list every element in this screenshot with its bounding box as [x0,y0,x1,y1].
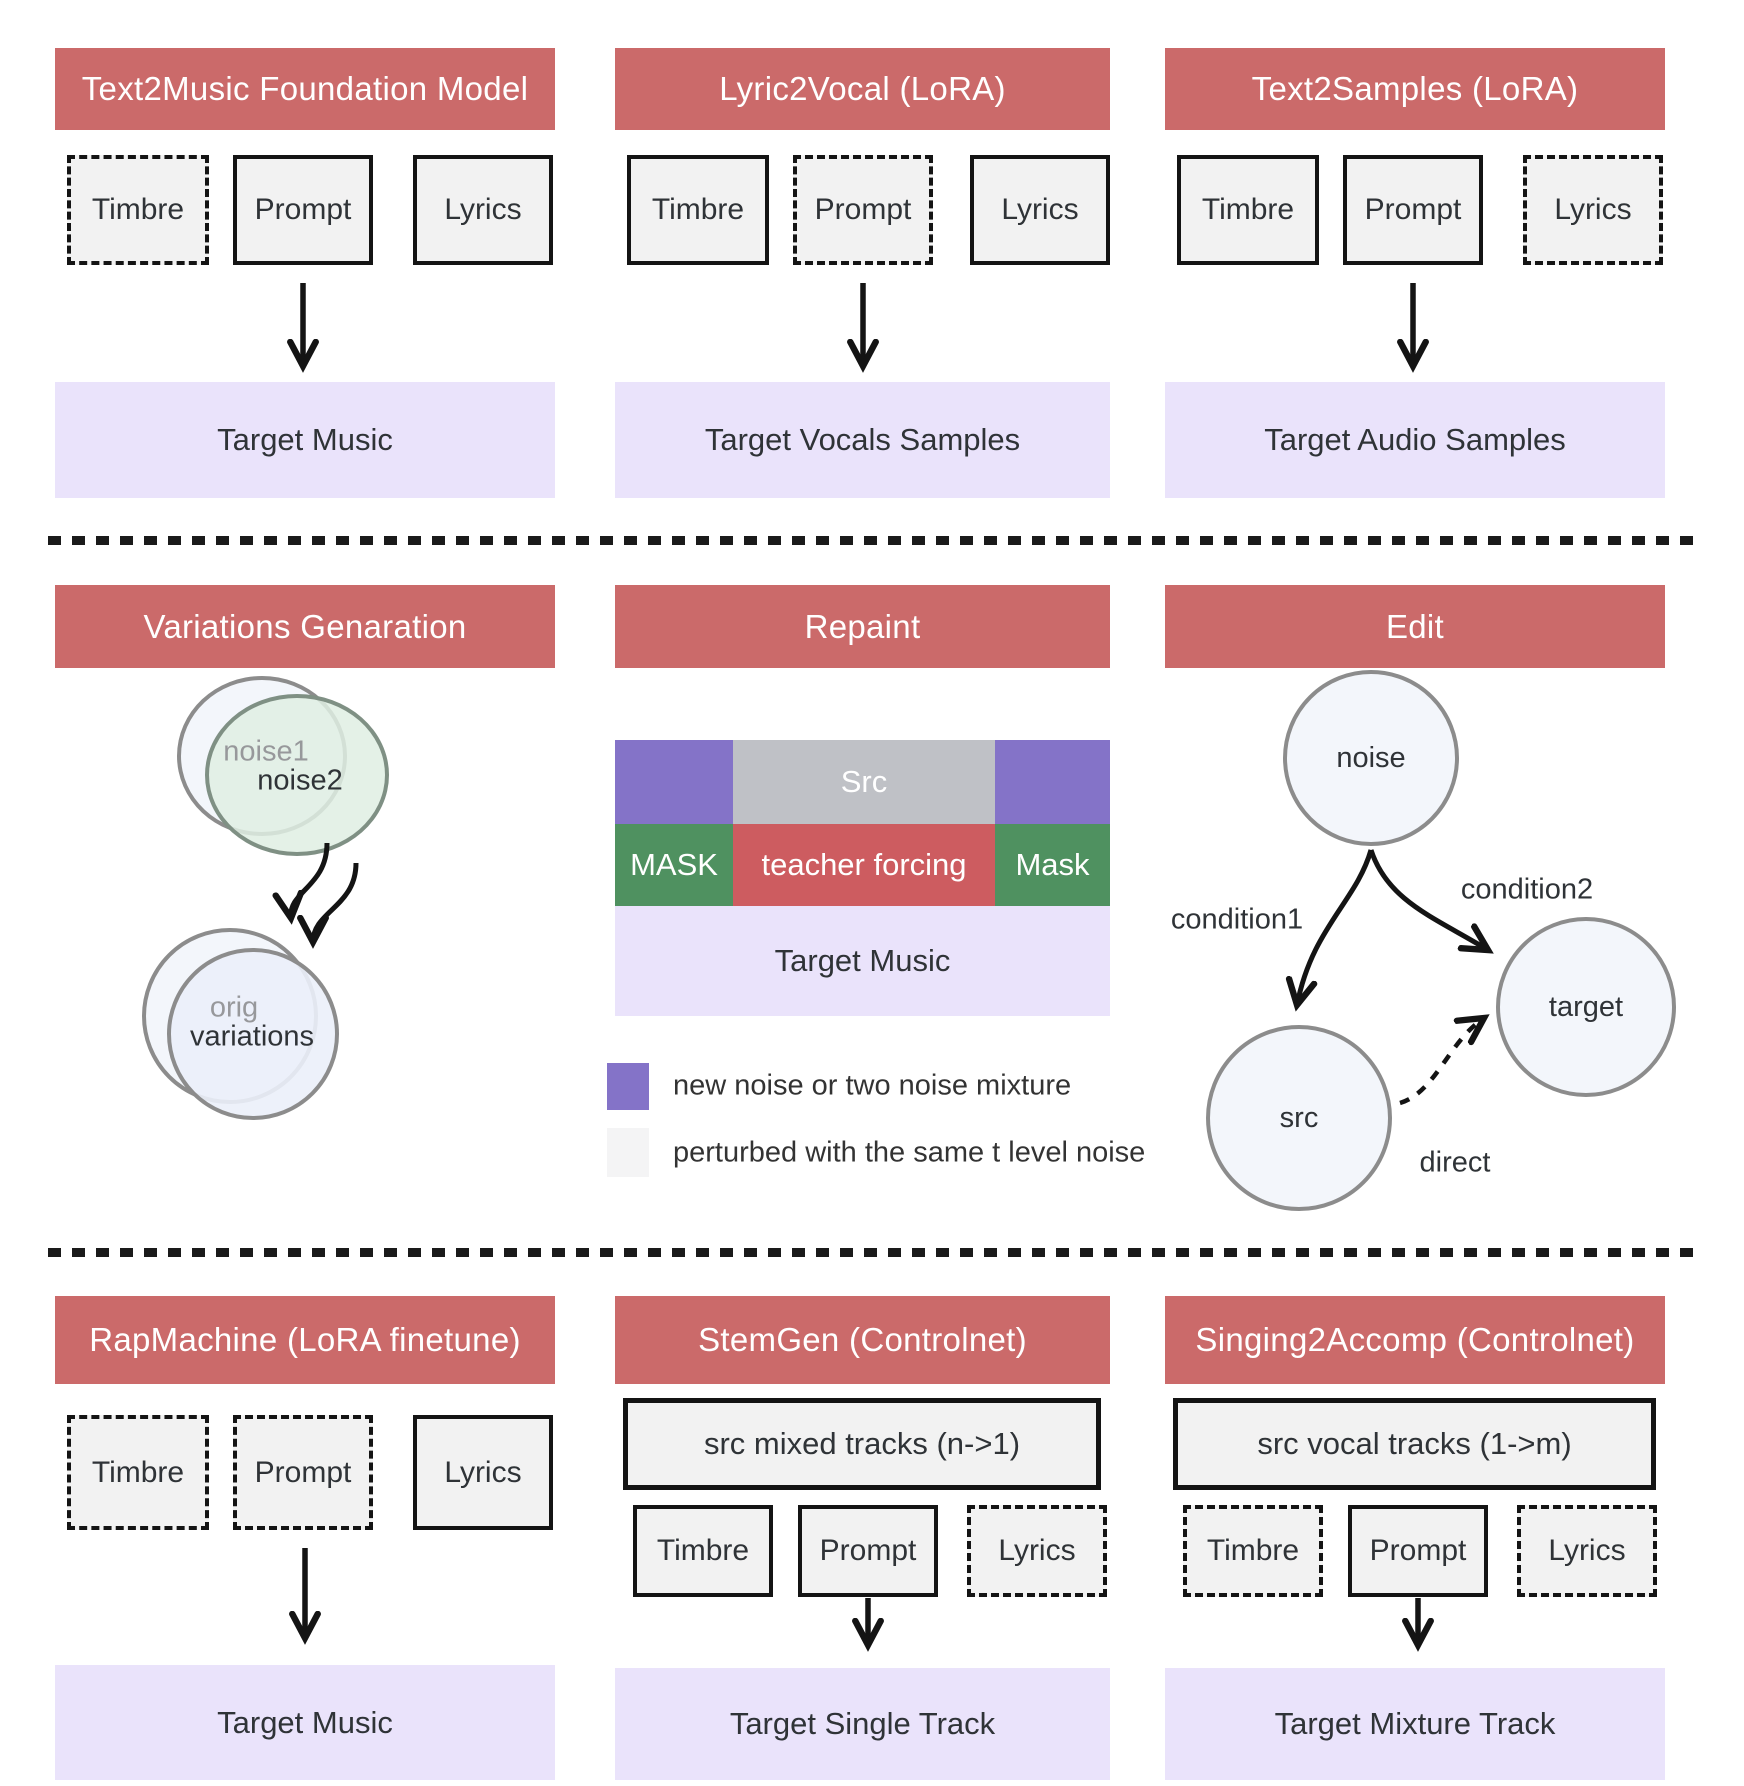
panel-singing2accomp: Singing2Accomp (Controlnet) src vocal tr… [1165,1296,1665,1784]
panel-title-rapmachine: RapMachine (LoRA finetune) [55,1296,555,1384]
target-node: target [1496,917,1676,1097]
src-block: Src [733,740,995,824]
target-music-box: Target Music [55,382,555,498]
lyrics-box: Lyrics [970,155,1110,265]
prompt-box: Prompt [233,1415,373,1530]
legend-gray-label: perturbed with the same t level noise [673,1136,1146,1169]
dashed-divider-bottom [48,1248,1697,1257]
condition1-label: condition1 [1170,903,1304,936]
condition2-label: condition2 [1460,873,1594,906]
lyrics-box: Lyrics [967,1505,1107,1597]
target-vocals-samples-box: Target Vocals Samples [615,382,1110,498]
timbre-box: Timbre [67,155,209,265]
teacher-forcing-block: teacher forcing [733,824,995,906]
prompt-box: Prompt [798,1505,938,1597]
direct-label: direct [1419,1146,1491,1179]
lyrics-box: Lyrics [1523,155,1663,265]
panel-repaint: Repaint Src MASK teacher forcing Mask Ta… [607,585,1145,1195]
target-music-block: Target Music [615,906,1110,1016]
lyrics-box: Lyrics [413,155,553,265]
panel-title-singing2accomp: Singing2Accomp (Controlnet) [1165,1296,1665,1384]
noise-node: noise [1283,670,1459,846]
timbre-box: Timbre [633,1505,773,1597]
noise2-circle [205,694,389,856]
panel-text2samples: Text2Samples (LoRA) Timbre Prompt Lyrics… [1165,48,1665,498]
panel-title-edit: Edit [1165,585,1665,668]
panel-title-repaint: Repaint [615,585,1110,668]
target-music-box: Target Music [55,1665,555,1780]
prompt-box: Prompt [233,155,373,265]
panel-lyric2vocal: Lyric2Vocal (LoRA) Timbre Prompt Lyrics … [615,48,1110,498]
lyrics-box: Lyrics [1517,1505,1657,1597]
variations-circle [167,948,339,1120]
prompt-box: Prompt [1348,1505,1488,1597]
orig-label: orig [209,991,259,1024]
timbre-box: Timbre [1183,1505,1323,1597]
src-mixed-tracks-box: src mixed tracks (n->1) [623,1398,1101,1490]
panel-title-lyric2vocal: Lyric2Vocal (LoRA) [615,48,1110,130]
panel-title-text2samples: Text2Samples (LoRA) [1165,48,1665,130]
panel-title-text2music: Text2Music Foundation Model [55,48,555,130]
prompt-box: Prompt [793,155,933,265]
timbre-box: Timbre [627,155,769,265]
src-vocal-tracks-box: src vocal tracks (1->m) [1173,1398,1656,1490]
new-noise-block-left [615,740,733,824]
mask-left-block: MASK [615,824,733,906]
dashed-divider-top [48,536,1697,545]
panel-rapmachine: RapMachine (LoRA finetune) Timbre Prompt… [55,1296,555,1784]
prompt-box: Prompt [1343,155,1483,265]
panel-edit: Edit noise src target condition1 conditi… [1165,585,1676,1225]
timbre-box: Timbre [1177,155,1319,265]
noise2-label: noise2 [257,764,343,797]
new-noise-block-right [995,740,1110,824]
legend-gray-swatch [607,1128,649,1177]
panel-text2music: Text2Music Foundation Model Timbre Promp… [55,48,555,498]
mask-right-block: Mask [995,824,1110,906]
panel-variations-generation: Variations Genaration noise1 noise2 orig… [55,585,555,1145]
legend-purple-label: new noise or two noise mixture [673,1069,1072,1102]
noise1-label: noise1 [223,735,309,768]
panel-stemgen: StemGen (Controlnet) src mixed tracks (n… [615,1296,1110,1784]
timbre-box: Timbre [67,1415,209,1530]
target-single-track-box: Target Single Track [615,1668,1110,1780]
target-mixture-track-box: Target Mixture Track [1165,1668,1665,1780]
target-audio-samples-box: Target Audio Samples [1165,382,1665,498]
lyrics-box: Lyrics [413,1415,553,1530]
legend-purple-swatch [607,1063,649,1110]
panel-title-variations: Variations Genaration [55,585,555,668]
variations-label: variations [189,1020,315,1053]
panel-title-stemgen: StemGen (Controlnet) [615,1296,1110,1384]
src-node: src [1206,1025,1392,1211]
